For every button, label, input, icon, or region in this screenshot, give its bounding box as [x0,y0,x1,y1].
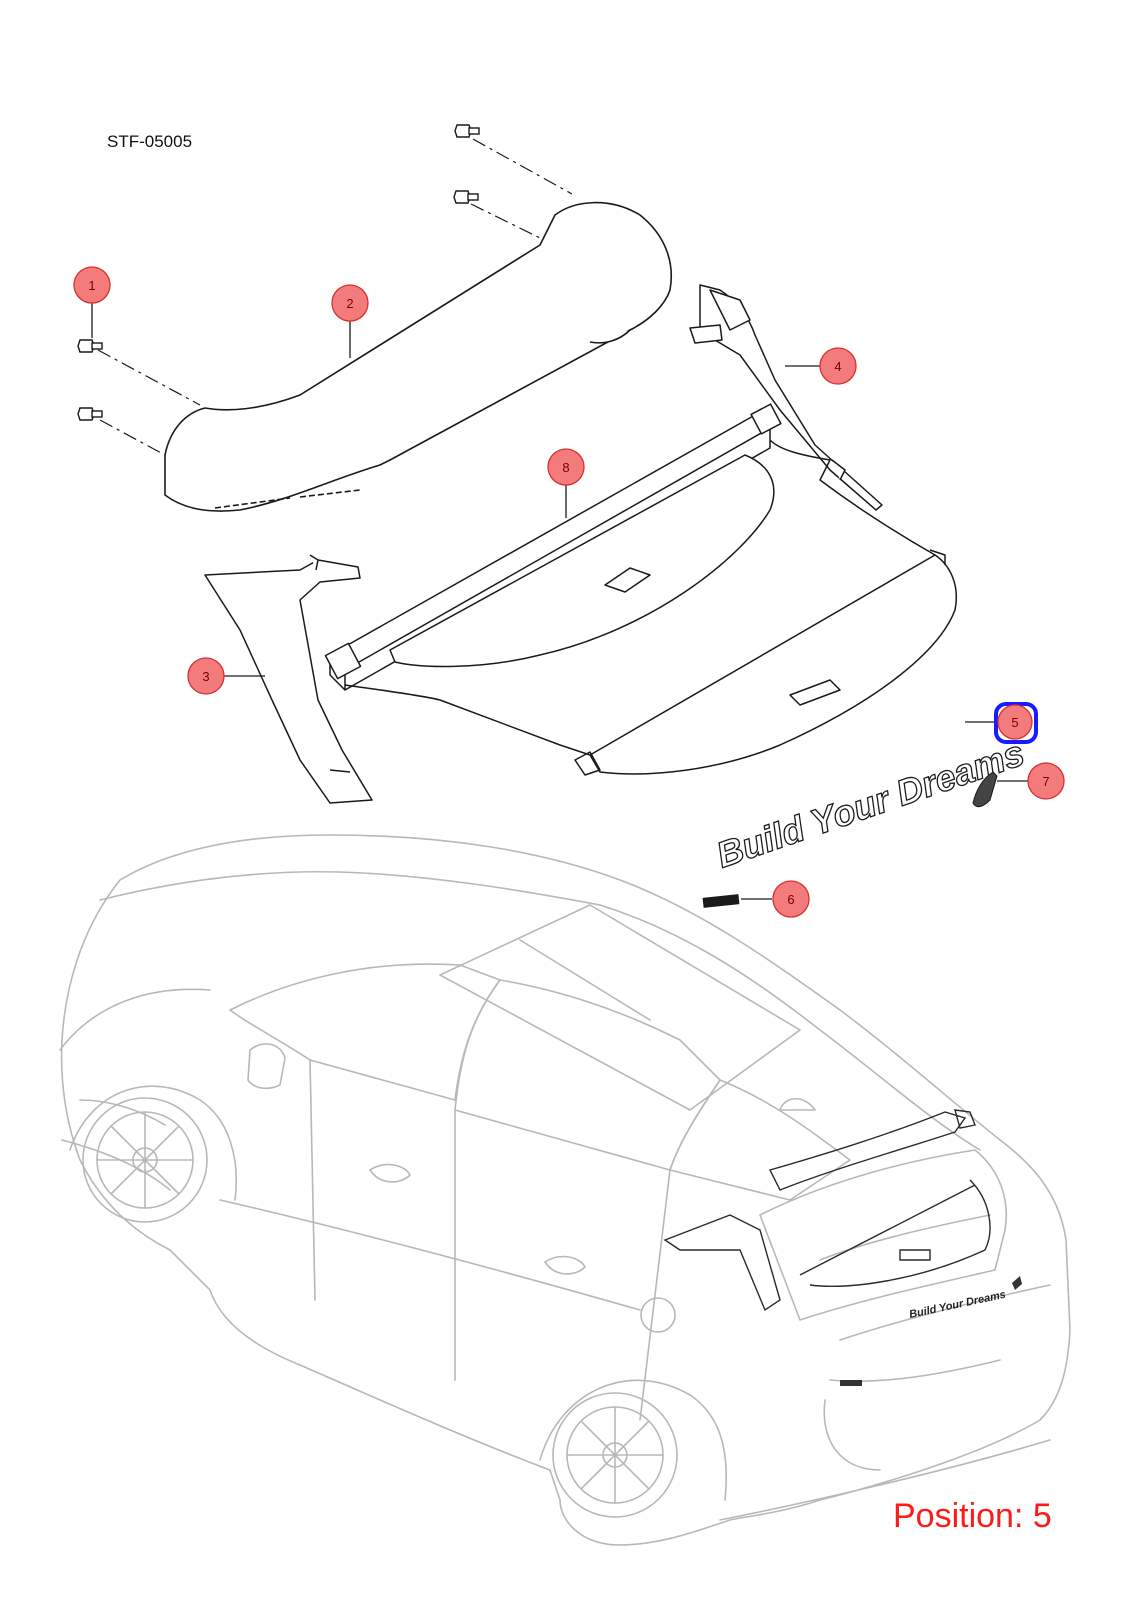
callout-2-label: 2 [346,296,353,311]
bolt-icon [77,339,103,353]
part-logo-emblem [972,771,998,808]
callout-1[interactable]: 1 [73,266,111,304]
callout-2[interactable]: 2 [331,284,369,322]
bolts [77,124,480,421]
part-cargo-cover [324,403,957,776]
part-right-pillar-trim [689,284,883,511]
callout-3[interactable]: 3 [187,657,225,695]
callouts: 1 2 3 4 5 6 7 8 [73,266,1065,918]
part-model-badge [702,894,740,908]
selection-highlight [994,702,1038,744]
callout-1-label: 1 [88,278,95,293]
part-rear-spoiler [164,201,672,512]
position-readout: Position: 5 [893,1497,1052,1535]
callout-4-label: 4 [834,359,841,374]
callout-8[interactable]: 8 [547,448,585,486]
callout-5-label: 5 [1011,715,1018,730]
callout-8-label: 8 [562,460,569,475]
bolt-icon [454,124,480,138]
callout-7[interactable]: 7 [1027,762,1065,800]
callout-6-label: 6 [787,892,794,907]
callout-7-label: 7 [1042,774,1049,789]
callout-5-selected[interactable]: 5 [994,702,1038,744]
bolt-icon [77,407,103,421]
spoiler-bolt-lines [97,138,573,456]
drawing-code: STF-05005 [107,132,193,151]
bolt-icon [453,190,479,204]
callout-6[interactable]: 6 [772,880,810,918]
car-emblem-text: Build Your Dreams [908,1289,1007,1321]
part-left-pillar-trim [204,554,373,804]
callout-leader-lines [91,302,1028,900]
car-model-badge [840,1380,862,1386]
callout-3-label: 3 [202,669,209,684]
callout-4[interactable]: 4 [819,347,857,385]
vehicle-reference-drawing [59,834,1071,1546]
